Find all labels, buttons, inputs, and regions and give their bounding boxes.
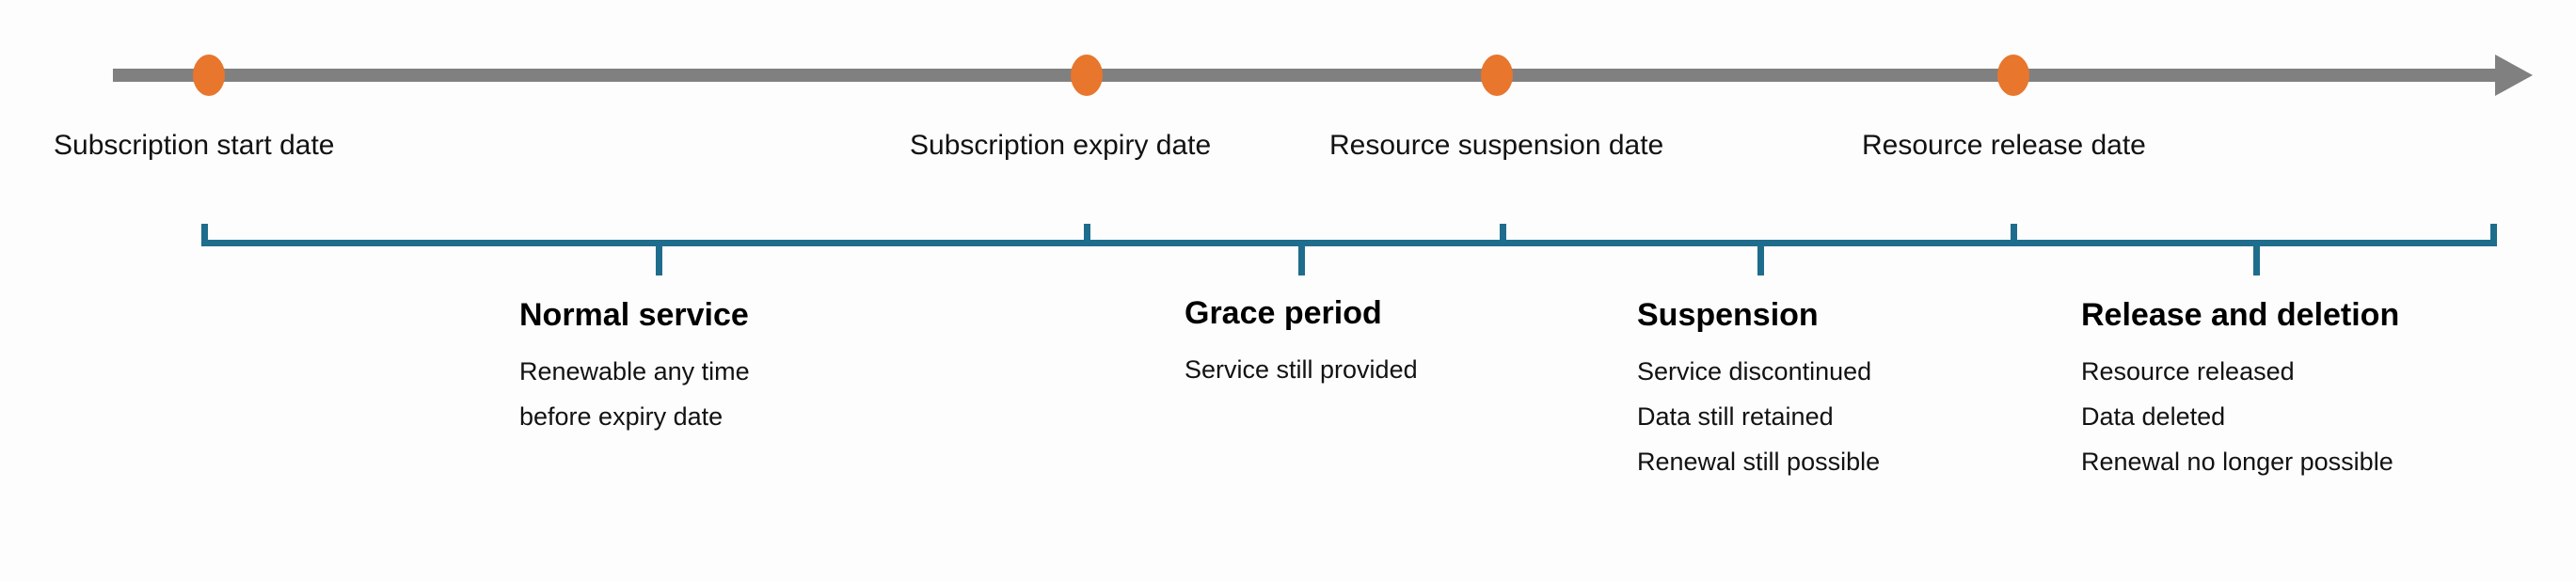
bracket-leader-tick-release-deletion bbox=[2253, 243, 2260, 275]
list-item: Data deleted bbox=[2081, 402, 2226, 431]
list-item: Renewal still possible bbox=[1637, 448, 1881, 476]
phase-title-release-and-deletion: Release and deletion bbox=[2081, 297, 2400, 333]
bracket-boundary-tick-suspension bbox=[1500, 224, 1506, 246]
bracket-endcap-right bbox=[2490, 224, 2497, 246]
phase-title-grace-period: Grace period bbox=[1185, 295, 1382, 331]
list-item: Resource released bbox=[2081, 357, 2295, 385]
bracket-endcap-left bbox=[201, 224, 208, 246]
milestone-label-resource-suspension: Resource suspension date bbox=[1329, 130, 1664, 161]
phase-bullets-normal-service: Renewable any time before expiry date bbox=[519, 359, 750, 430]
phase-title-suspension: Suspension bbox=[1637, 297, 1819, 333]
milestone-dot-resource-release[interactable] bbox=[1997, 55, 2029, 96]
phase-normal-service: Normal service Renewable any time before… bbox=[519, 299, 750, 430]
list-item: before expiry date bbox=[519, 402, 724, 431]
milestone-dot-subscription-start[interactable] bbox=[193, 55, 225, 96]
phase-title-normal-service: Normal service bbox=[519, 297, 749, 333]
milestone-dot-resource-suspension[interactable] bbox=[1481, 55, 1513, 96]
bracket-boundary-tick-release bbox=[2011, 224, 2017, 246]
milestone-label-resource-release: Resource release date bbox=[1862, 130, 2146, 161]
bracket-rail bbox=[201, 240, 2497, 246]
bracket-leader-tick-normal-service bbox=[656, 243, 662, 275]
phase-release-and-deletion: Release and deletion Resource released D… bbox=[2081, 299, 2399, 475]
phase-grace-period: Grace period Service still provided bbox=[1185, 297, 1418, 383]
list-item: Data still retained bbox=[1637, 402, 1834, 431]
bracket-leader-tick-suspension bbox=[1757, 243, 1764, 275]
phase-bullets-release-and-deletion: Resource released Data deleted Renewal n… bbox=[2081, 359, 2399, 475]
phase-bullets-suspension: Service discontinued Data still retained… bbox=[1637, 359, 1880, 475]
list-item: Service still provided bbox=[1185, 355, 1418, 384]
milestone-label-subscription-start: Subscription start date bbox=[54, 130, 335, 161]
bracket-leader-tick-grace-period bbox=[1298, 243, 1305, 275]
milestone-dot-subscription-expiry[interactable] bbox=[1071, 55, 1103, 96]
list-item: Service discontinued bbox=[1637, 357, 1872, 385]
timeline-axis: Subscription start date Subscription exp… bbox=[0, 0, 2576, 188]
phase-bullets-grace-period: Service still provided bbox=[1185, 357, 1418, 383]
list-item: Renewal no longer possible bbox=[2081, 448, 2393, 476]
phase-suspension: Suspension Service discontinued Data sti… bbox=[1637, 299, 1880, 475]
timeline-axis-line bbox=[113, 69, 2500, 82]
list-item: Renewable any time bbox=[519, 357, 750, 385]
bracket-boundary-tick-expiry bbox=[1084, 224, 1090, 246]
milestone-label-subscription-expiry: Subscription expiry date bbox=[910, 130, 1212, 161]
arrow-right-icon bbox=[2495, 55, 2533, 96]
